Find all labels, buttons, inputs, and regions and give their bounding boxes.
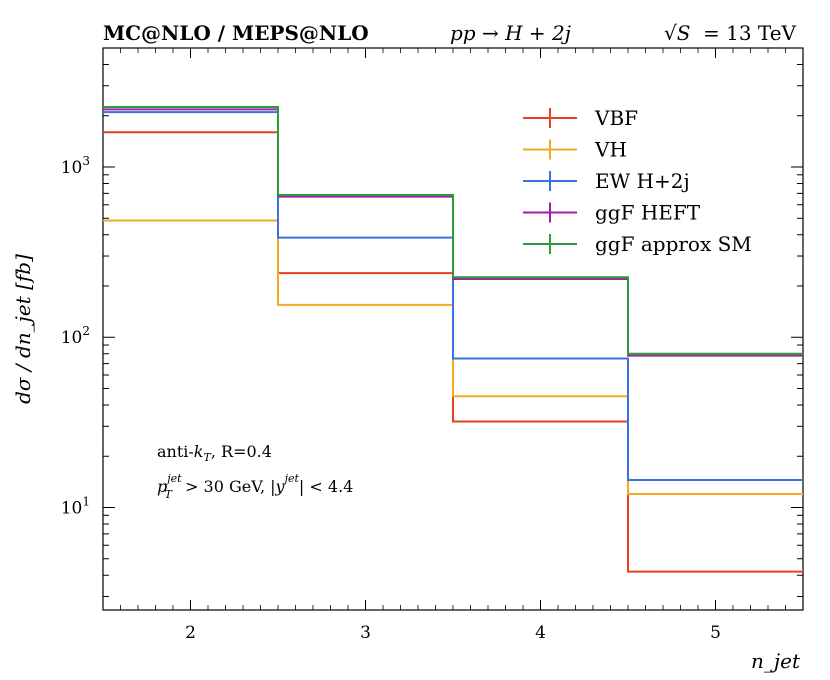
header-energy-sqrt: √S [664,21,690,45]
series-layer [103,106,803,573]
x-tick-label: 4 [535,623,546,643]
x-tick-label: 5 [710,623,721,643]
x-tick-labels: 2 3 4 5 [185,623,721,643]
axis-ticks [102,47,804,610]
header-energy-value: = 13 TeV [703,21,797,45]
y-axis-label: dσ / dn_jet [fb] [11,254,35,404]
legend-label: ggF approx SM [595,232,752,256]
y-tick-label: 101 [61,494,90,518]
y-tick-labels: 101 102 103 [61,154,90,518]
y-tick-label: 103 [61,154,90,178]
legend-label: ggF HEFT [595,201,701,225]
series-line [103,111,803,482]
legend: VBF VH EW H+2j ggF HEFT ggF approx SM [523,106,752,256]
header-process-label: pp → H + 2j [450,21,571,45]
x-tick-label: 2 [185,623,196,643]
x-tick-label: 3 [360,623,371,643]
legend-label: EW H+2j [595,169,690,193]
x-axis-label: n_jet [751,649,801,673]
legend-label: VH [594,138,627,162]
jet-algorithm-annotation: anti-kT, R=0.4 [157,442,272,464]
y-tick-label: 102 [61,324,90,348]
legend-label: VBF [594,106,638,130]
series-line [103,106,803,355]
header-generator-label: MC@NLO / MEPS@NLO [103,21,369,45]
